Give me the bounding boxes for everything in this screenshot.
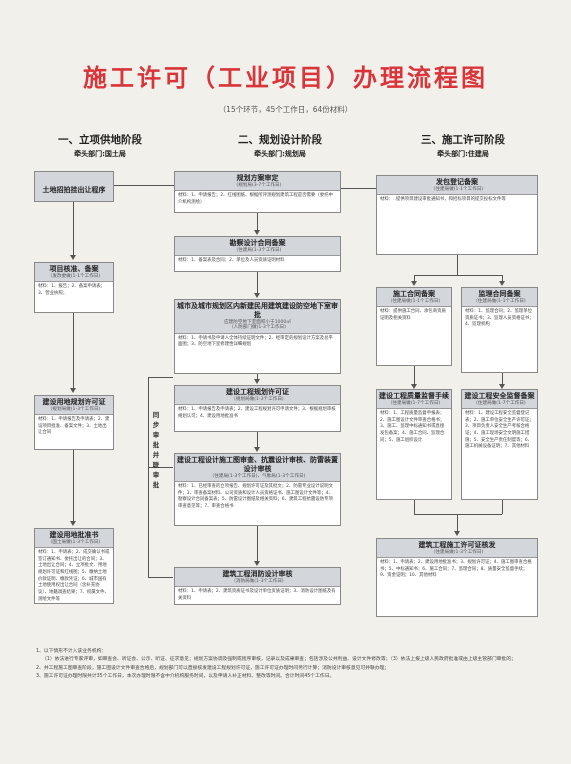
box-title: 建筑工程消防设计审核	[222, 570, 293, 578]
land-transfer-label: 土地招拍挂出让程序	[42, 186, 106, 194]
box-body: 材料：提供施工合同、承包商资质证明及相关资料	[380, 309, 446, 321]
box-body: 材料：1、申请书及申请人全体持续证明文件；2、经审定的规划设计方案及总平面图；3…	[178, 335, 333, 348]
box-sub: （规划局做(1-3个工作日)	[47, 406, 101, 412]
box-body: 材料：..提供项目建设审批通知书，和招标项目的提交投标文件等	[380, 197, 506, 203]
box-sub: （住建局做(1-7个工作日)	[387, 400, 441, 406]
box-title: 监理合同备案	[478, 290, 521, 298]
box-body: 材料：1、申请表；2、建设用地批准书；3、规划许可证；4、施工图审查合格书；5、…	[380, 560, 532, 579]
box-title: 项目核准、备案	[49, 265, 99, 273]
footnote: （1）依法进行专家评审，如审查会、听证会、公示、听证、征求意见；规划方案协调及强…	[42, 657, 516, 663]
land-use-approval-box: 建设用地批准书（国土局做(1-3个工作日) 材料：1、申请表；2、成交确认书或签…	[34, 528, 114, 604]
construction-permit-box: 建筑工程施工许可证核发（住建局做(1-3个工作日) 材料：1、申请表；2、建设用…	[376, 538, 538, 617]
box-body: 材料：1、建设工程安全监督登记表；2、施工单位安全生产许可证；3、项目负责人安全…	[465, 411, 534, 450]
box-title: 建设工程设计施工图审查、抗震设计审核、防雷装置设计审核	[177, 456, 338, 473]
page-subtitle: （15个环节，45个工作日，64份材料）	[218, 105, 353, 114]
supervision-contract-box: 监理合同备案（住建局做(1-1个工作日) 材料：1、监理合同；2、监理单位资质证…	[461, 287, 538, 373]
phase-2-heading: 二、规划设计阶段 牵头部门:规划局	[205, 132, 355, 159]
box-body: 材料：1、申请表；2、成交确认书或签订通知书、委托出让的合同；3、土地出让合同；…	[38, 550, 110, 602]
box-sub: （住建局做(1-3个工作日)	[430, 549, 484, 555]
box-title: 城市及城市规划区内新建民用建筑建设防空地下室审批	[177, 302, 338, 319]
box-title: 施工合同备案	[393, 290, 435, 298]
design-review-box: 建设工程设计施工图审查、抗震设计审核、防雷装置设计审核（住建局(1-3个工作日)…	[174, 453, 341, 526]
box-title: 建设工程安全监督备案	[464, 392, 535, 400]
box-sub: （人防部门做(1-3个工作日)	[228, 325, 287, 330]
box-body: 材料：1、工程质量监督申报表；2、施工图设计文件审查合格书；3、施工、监理中标通…	[380, 411, 445, 443]
box-title: 建筑工程施工许可证核发	[418, 541, 496, 549]
footnote: 2、并工程施工图审查阶段，施工图设计文件审查合格后，规划部门可以直接核发建设工程…	[36, 665, 390, 671]
civil-defense-box: 城市及城市规划区内新建民用建筑建设防空地下室审批应建防空地下室面积小于1000㎡…	[174, 299, 341, 374]
box-body: 材料：1、报告；2、备案申请表；3、营业执照；	[38, 284, 106, 296]
box-sub: （国土局做(1-3个工作日)	[47, 539, 101, 545]
box-body: 材料：1、申请报告及申请表；2、建设项目批准、备案文件；3、土地出让合同	[38, 417, 110, 436]
box-body: 材料：1、申请表；2、建筑资质证书及设计单位资质证明；3、消防设计图纸及有关资料	[178, 589, 336, 601]
engineering-permit-box: 建设工程规划许可证（规划局做(1-3个工作日) 材料：1、申请报告及申请表；2、…	[174, 385, 341, 432]
box-sub: （规划局(3-7个工作日)	[233, 182, 282, 188]
box-title: 建设用地批准书	[49, 531, 99, 539]
box-sub: （住建局做(1-7个工作日)	[473, 400, 526, 406]
quality-supervision-box: 建设工程质量监督手续（住建局做(1-7个工作日) 材料：1、工程质量监督申报表；…	[376, 389, 452, 500]
page-title: 施工许可（工业项目）办理流程图	[83, 63, 488, 92]
parallel-approval-note: 同步审批并联审批	[152, 411, 160, 490]
box-title: 建设工程质量监督手续	[379, 392, 449, 400]
safety-supervision-box: 建设工程安全监督备案（住建局做(1-7个工作日) 材料：1、建设工程安全监督登记…	[461, 389, 538, 500]
box-sub: （规划局做(1-3个工作日)	[231, 396, 284, 402]
box-sub: （发改委做(1-1个工作日)	[47, 273, 101, 279]
land-planning-permit-box: 建设用地规划许可证（规划局做(1-3个工作日) 材料：1、申请报告及申请表；2、…	[34, 395, 114, 450]
contract-registration-box: 发包登记备案（住建局做(1-1个工作日) 材料：..提供项目建设审批通知书，和招…	[376, 175, 538, 255]
construction-contract-box: 施工合同备案（住建局做(1-1个工作日) 材料：提供施工合同、承包商资质证明及相…	[376, 287, 452, 366]
phase-name: 二、规划设计阶段	[238, 134, 322, 146]
box-title: 发包登记备案	[436, 178, 478, 186]
box-title: 建设用地规划许可证	[42, 398, 106, 406]
scheme-review-box: 规划方案审定（规划局(3-7个工作日) 材料：1、申请报告；2、红线图纸、根据所…	[174, 171, 341, 213]
box-title: 建设工程规划许可证	[226, 388, 289, 396]
box-sub: 应建防空地下室面积小于1000㎡	[224, 319, 291, 325]
project-approval-box: 项目核准、备案（发改委做(1-1个工作日) 材料：1、报告；2、备案申请表；3、…	[34, 262, 114, 313]
land-transfer-box: 土地招拍挂出让程序	[34, 171, 114, 202]
footnotes: 1、以下情形不计入该业务机构： （1）依法进行专家评审，如审查会、听证会、公示、…	[36, 648, 536, 682]
phase-dept: 牵头部门:国土局	[74, 150, 126, 158]
phase-name: 三、施工许可阶段	[421, 134, 505, 146]
footnote: 3、施工许可证办理时限共计35个工作日，本次办理时限不含中介机构服务时间，以及申…	[36, 674, 335, 680]
phase-name: 一、立项供地阶段	[58, 134, 142, 146]
box-sub: （住建局做(1-1个工作日)	[430, 186, 484, 192]
phase-3-heading: 三、施工许可阶段 牵头部门:住建局	[388, 132, 538, 159]
box-sub: （住建局(1-3个工作日)	[233, 247, 282, 253]
box-sub: （住建局做(1-1个工作日)	[473, 298, 526, 304]
box-sub: （消防局做(1-3个工作日)	[231, 578, 284, 584]
survey-contract-box: 勘察设计合同备案（住建局(1-3个工作日) 材料：1、备案表及合同；2、单位及人…	[174, 236, 341, 272]
phase-1-heading: 一、立项供地阶段 牵头部门:国土局	[25, 132, 175, 159]
phase-dept: 牵头部门:规划局	[254, 150, 306, 158]
box-body: 材料：1、监理合同；2、监理单位资质证书；3、监理人员资格证书；4、监理机构	[465, 309, 534, 328]
fire-review-box: 建筑工程消防设计审核（消防局做(1-3个工作日) 材料：1、申请表；2、建筑资质…	[174, 567, 341, 605]
box-title: 规划方案审定	[236, 174, 279, 182]
box-title: 勘察设计合同备案	[229, 239, 286, 247]
box-body: 材料：1、已经审查的立项报告、规划许可证及其批文；2、防雷专业设计说明文件；3、…	[178, 484, 333, 509]
box-body: 材料：1、备案表及合同；2、单位及人员资质证明材料	[178, 258, 285, 264]
box-sub: （住建局做(1-1个工作日)	[387, 298, 441, 304]
footnote: 1、以下情形不计入该业务机构：	[36, 649, 107, 654]
phase-dept: 牵头部门:住建局	[437, 150, 489, 158]
box-sub: （住建局(1-3个工作日)、气象局(1-3个工作日)	[209, 473, 306, 479]
box-body: 材料：1、申请报告；2、红线图纸、根据所评测规划建筑工程是否需要（委托中介机构测…	[178, 193, 333, 205]
box-body: 材料：1、申请报告及申请表；2、建设工程规划许可申请文件；3、根据规划审核规划认…	[178, 407, 336, 419]
